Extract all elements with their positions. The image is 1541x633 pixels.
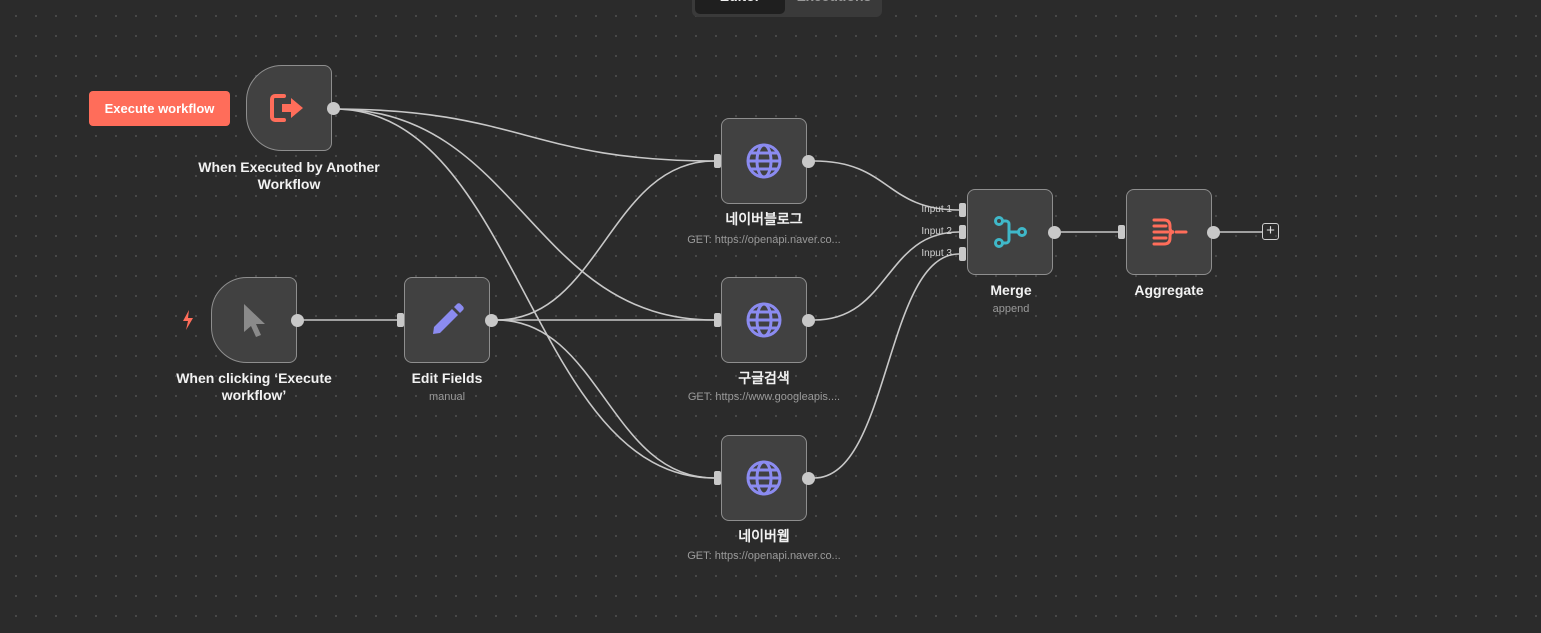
- node-label: 네이버웹: [738, 528, 790, 544]
- tab-executions[interactable]: Executions: [789, 0, 879, 14]
- edge-executed-to-naverblog: [333, 108, 715, 162]
- editor-tabs: Editor Executions: [692, 0, 882, 17]
- output-port[interactable]: [802, 314, 815, 327]
- node-naver-blog[interactable]: [721, 118, 807, 204]
- node-label: When Executed by Another Workflow: [198, 159, 380, 192]
- execute-workflow-button[interactable]: Execute workflow: [89, 91, 230, 126]
- node-subtitle: GET: https://openapi.naver.co...: [687, 550, 841, 562]
- node-label: 네이버블로그: [725, 211, 803, 227]
- lightning-icon: [183, 310, 193, 330]
- input-port[interactable]: [714, 154, 721, 168]
- sign-in-icon: [270, 94, 303, 122]
- cursor-icon: [244, 304, 265, 337]
- output-port[interactable]: [1048, 226, 1061, 239]
- input-port[interactable]: [959, 225, 966, 239]
- merge-input-label: Input 1: [921, 204, 952, 215]
- node-subtitle: manual: [428, 391, 466, 403]
- edge-google-to-merge: [813, 231, 960, 321]
- globe-icon: [746, 302, 782, 338]
- add-node-button[interactable]: +: [1262, 223, 1279, 240]
- node-label: When clicking ‘Execute workflow’: [176, 370, 332, 403]
- input-port[interactable]: [959, 247, 966, 261]
- node-aggregate[interactable]: [1126, 189, 1212, 275]
- edge-executed-to-naverweb: [333, 108, 715, 479]
- input-port[interactable]: [714, 313, 721, 327]
- node-label: 구글검색: [738, 370, 790, 386]
- node-naver-web[interactable]: [721, 435, 807, 521]
- node-when-clicking[interactable]: [211, 277, 297, 363]
- globe-icon: [746, 460, 782, 496]
- merge-icon: [994, 216, 1027, 248]
- input-port[interactable]: [397, 313, 404, 327]
- edge-naverweb-to-merge: [813, 253, 960, 479]
- edge-naverblog-to-merge: [813, 160, 960, 211]
- node-label: Edit Fields: [411, 370, 483, 386]
- edge-editfields-to-naverweb: [496, 319, 715, 479]
- aggregate-icon: [1152, 218, 1188, 246]
- merge-input-label: Input 2: [921, 226, 952, 237]
- pencil-icon: [433, 303, 464, 334]
- tab-editor[interactable]: Editor: [695, 0, 785, 14]
- output-port[interactable]: [802, 472, 815, 485]
- node-google-search[interactable]: [721, 277, 807, 363]
- edge-editfields-to-naverblog: [496, 160, 715, 321]
- merge-input-label: Input 3: [921, 248, 952, 259]
- input-port[interactable]: [714, 471, 721, 485]
- node-label: Aggregate: [1134, 282, 1204, 298]
- node-merge[interactable]: [967, 189, 1053, 275]
- node-subtitle: GET: https://www.googleapis....: [687, 391, 841, 403]
- edge-executed-to-google: [333, 108, 715, 321]
- node-subtitle: GET: https://openapi.naver.co...: [687, 234, 841, 246]
- output-port[interactable]: [1207, 226, 1220, 239]
- node-subtitle: append: [992, 303, 1030, 315]
- globe-icon: [746, 143, 782, 179]
- output-port[interactable]: [802, 155, 815, 168]
- output-port[interactable]: [485, 314, 498, 327]
- input-port[interactable]: [1118, 225, 1125, 239]
- node-when-executed[interactable]: [246, 65, 332, 151]
- node-label: Merge: [990, 282, 1032, 298]
- output-port[interactable]: [291, 314, 304, 327]
- input-port[interactable]: [959, 203, 966, 217]
- node-edit-fields[interactable]: [404, 277, 490, 363]
- output-port[interactable]: [327, 102, 340, 115]
